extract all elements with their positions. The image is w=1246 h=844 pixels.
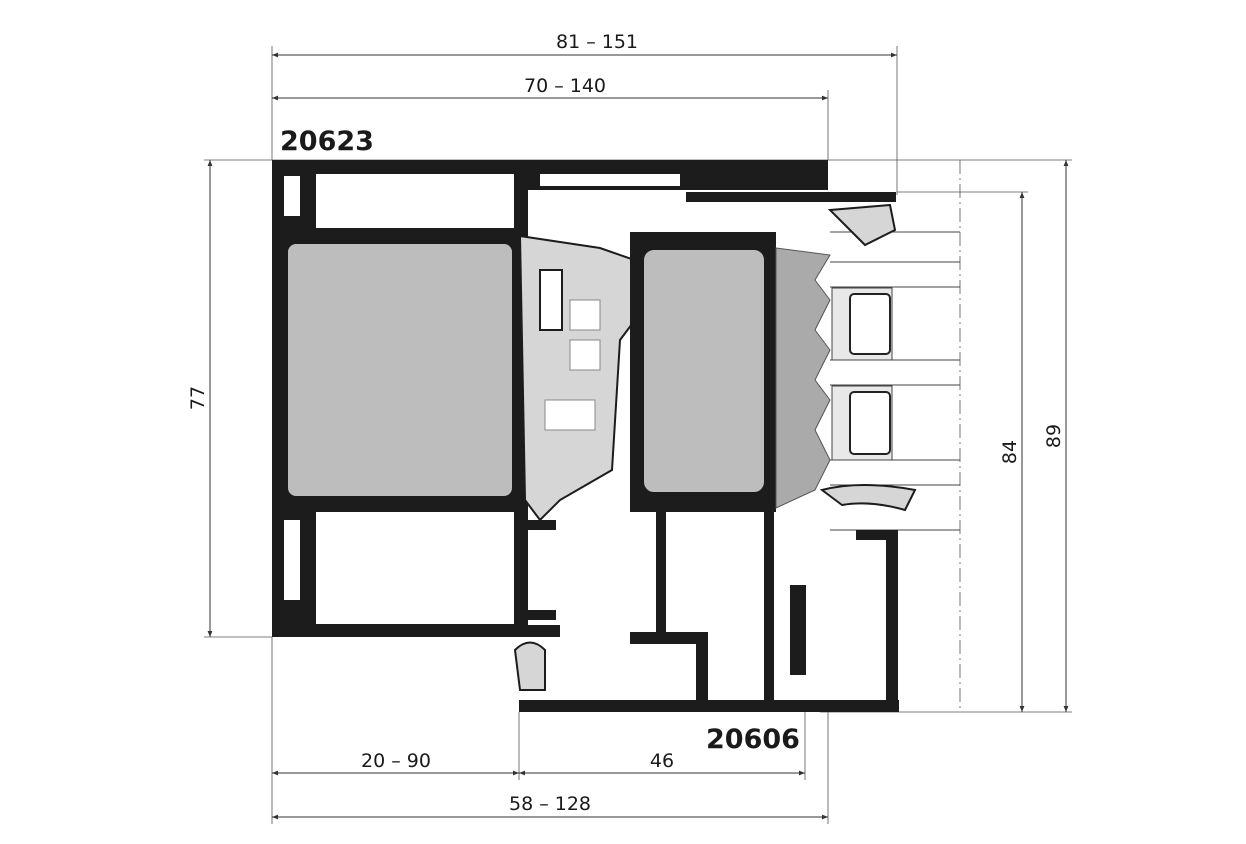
dimension-lines bbox=[207, 52, 1069, 820]
glazing bbox=[830, 231, 960, 531]
dim-overall-width: 81 – 151 bbox=[556, 31, 638, 53]
frame-profile bbox=[272, 160, 828, 637]
dim-bottom-left: 20 – 90 bbox=[361, 750, 431, 772]
dim-bottom-sash: 46 bbox=[650, 750, 674, 772]
sash-part-number: 20606 bbox=[706, 724, 800, 755]
dim-frame-height: 77 bbox=[187, 386, 209, 410]
dim-bottom-total: 58 – 128 bbox=[509, 793, 591, 815]
dim-overall-height: 89 bbox=[1043, 424, 1065, 448]
frame-part-number: 20623 bbox=[280, 126, 374, 157]
dim-frame-width: 70 – 140 bbox=[524, 75, 606, 97]
dim-sash-height: 84 bbox=[999, 440, 1021, 464]
thermal-break bbox=[513, 234, 652, 691]
sash-profile bbox=[519, 192, 917, 712]
